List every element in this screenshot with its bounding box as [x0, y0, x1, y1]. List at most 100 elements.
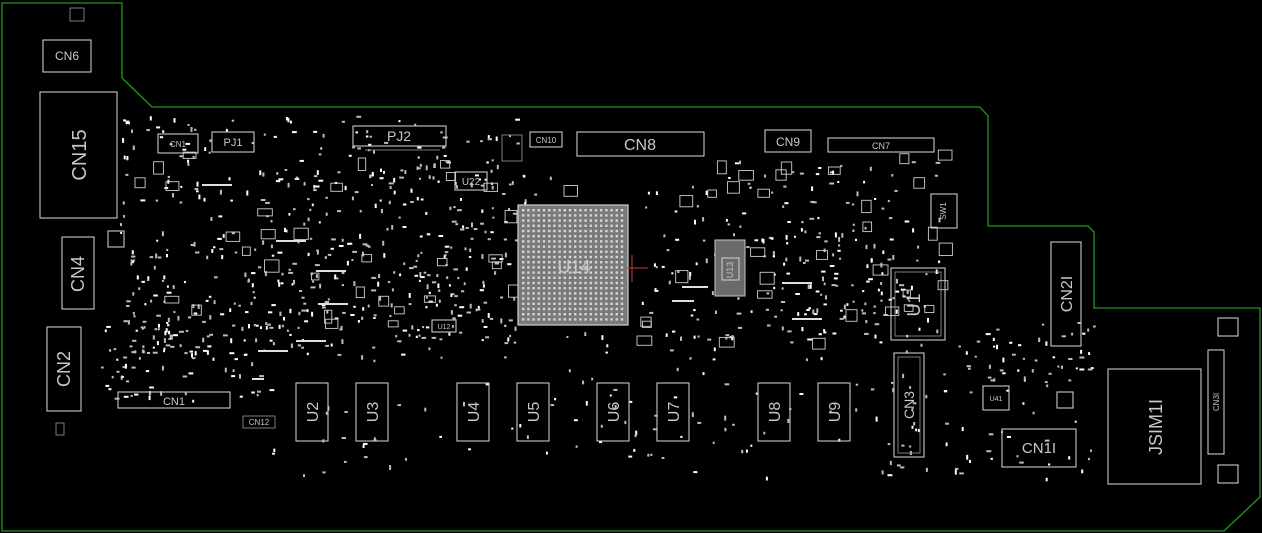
- smd-pad: [384, 141, 389, 144]
- smd-pad: [958, 345, 961, 348]
- pad-pj1: PJ1: [211, 131, 255, 153]
- smd-pad: [184, 392, 187, 396]
- bga-ball: [615, 250, 618, 253]
- smd-component-outline: [445, 172, 457, 181]
- smd-pad: [156, 239, 159, 242]
- smd-pad: [454, 295, 458, 298]
- u13-label: U13: [725, 262, 735, 279]
- bga-ball: [563, 240, 566, 243]
- smd-pad: [219, 248, 224, 251]
- smd-pad: [402, 226, 407, 228]
- smd-pad: [436, 274, 439, 278]
- bga-ball: [579, 318, 582, 321]
- smd-pad: [320, 147, 323, 150]
- smd-pad: [271, 304, 276, 307]
- bga-ball: [558, 250, 561, 253]
- smd-pad: [925, 273, 928, 276]
- smd-pad: [224, 367, 227, 373]
- smd-pad: [387, 281, 391, 284]
- smd-pad: [210, 217, 213, 221]
- bga-ball: [548, 297, 551, 300]
- smd-pad: [144, 303, 147, 306]
- bga-ball: [532, 235, 535, 238]
- smd-pad: [346, 260, 349, 266]
- smd-pad: [408, 333, 411, 337]
- bga-ball: [522, 219, 525, 222]
- bga-ball: [568, 250, 572, 253]
- bga-ball: [600, 292, 603, 295]
- smd-pad: [395, 335, 398, 338]
- smd-pad: [909, 386, 912, 389]
- smd-component-outline: [378, 295, 390, 307]
- smd-pad: [163, 347, 166, 350]
- smd-pad: [503, 238, 507, 241]
- bga-ball: [542, 219, 546, 222]
- smd-pad: [852, 229, 855, 232]
- trace-segment: [672, 300, 694, 302]
- smd-pad: [523, 175, 526, 178]
- smd-pad: [166, 248, 169, 251]
- bga-ball: [615, 245, 618, 248]
- bga-ball: [568, 219, 572, 222]
- bga-ball: [584, 318, 587, 321]
- smd-pad: [887, 474, 893, 477]
- smd-pad: [341, 284, 344, 287]
- smd-pad: [315, 274, 318, 279]
- smd-component-outline: [913, 177, 926, 189]
- smd-pad: [250, 301, 253, 306]
- smd-pad: [365, 135, 369, 138]
- smd-pad: [832, 253, 835, 257]
- smd-pad: [714, 310, 717, 314]
- bga-ball: [610, 245, 613, 248]
- smd-pad: [852, 223, 855, 226]
- smd-pad: [288, 213, 291, 216]
- smd-pad: [161, 365, 164, 371]
- smd-pad: [457, 276, 460, 280]
- smd-pad: [132, 145, 135, 151]
- smd-pad: [403, 262, 406, 266]
- smd-pad: [513, 341, 517, 344]
- bga-ball: [542, 229, 546, 233]
- bga-ball: [584, 219, 587, 222]
- smd-pad: [146, 129, 150, 131]
- smd-pad: [391, 288, 394, 292]
- smd-pad: [742, 212, 747, 215]
- bga-ball: [589, 209, 592, 212]
- smd-pad: [239, 395, 243, 398]
- smd-pad: [420, 276, 425, 279]
- smd-pad: [123, 155, 126, 160]
- bga-ball: [563, 307, 566, 311]
- connector-cn3i: CN3I: [1207, 349, 1225, 455]
- smd-pad: [248, 324, 250, 329]
- smd-pad: [677, 271, 680, 273]
- smd-pad: [155, 199, 159, 202]
- smd-pad: [935, 161, 941, 164]
- bga-ball: [610, 214, 613, 217]
- smd-pad: [829, 182, 835, 185]
- bga-ball: [522, 235, 525, 238]
- bga-ball: [532, 219, 535, 222]
- smd-pad: [292, 131, 297, 134]
- connector-cn9: CN9: [764, 129, 812, 153]
- bga-ball: [532, 307, 535, 311]
- smd-pad: [834, 232, 837, 238]
- smd-pad: [156, 314, 161, 317]
- smd-pad: [109, 349, 112, 352]
- smd-pad: [1052, 356, 1056, 359]
- smd-pad: [313, 175, 318, 178]
- smd-pad: [855, 238, 857, 241]
- smd-pad: [126, 156, 129, 161]
- smd-pad: [448, 284, 451, 287]
- smd-pad: [803, 262, 806, 264]
- smd-component-outline: [738, 170, 754, 181]
- smd-pad: [864, 302, 867, 306]
- bga-ball: [527, 250, 530, 253]
- smd-pad: [202, 337, 205, 343]
- bga-ball: [620, 271, 624, 274]
- smd-pad: [906, 296, 911, 299]
- smd-component-outline: [716, 160, 727, 175]
- smd-pad: [457, 209, 462, 212]
- smd-pad: [891, 174, 894, 177]
- smd-pad: [130, 394, 133, 397]
- smd-pad: [494, 262, 500, 265]
